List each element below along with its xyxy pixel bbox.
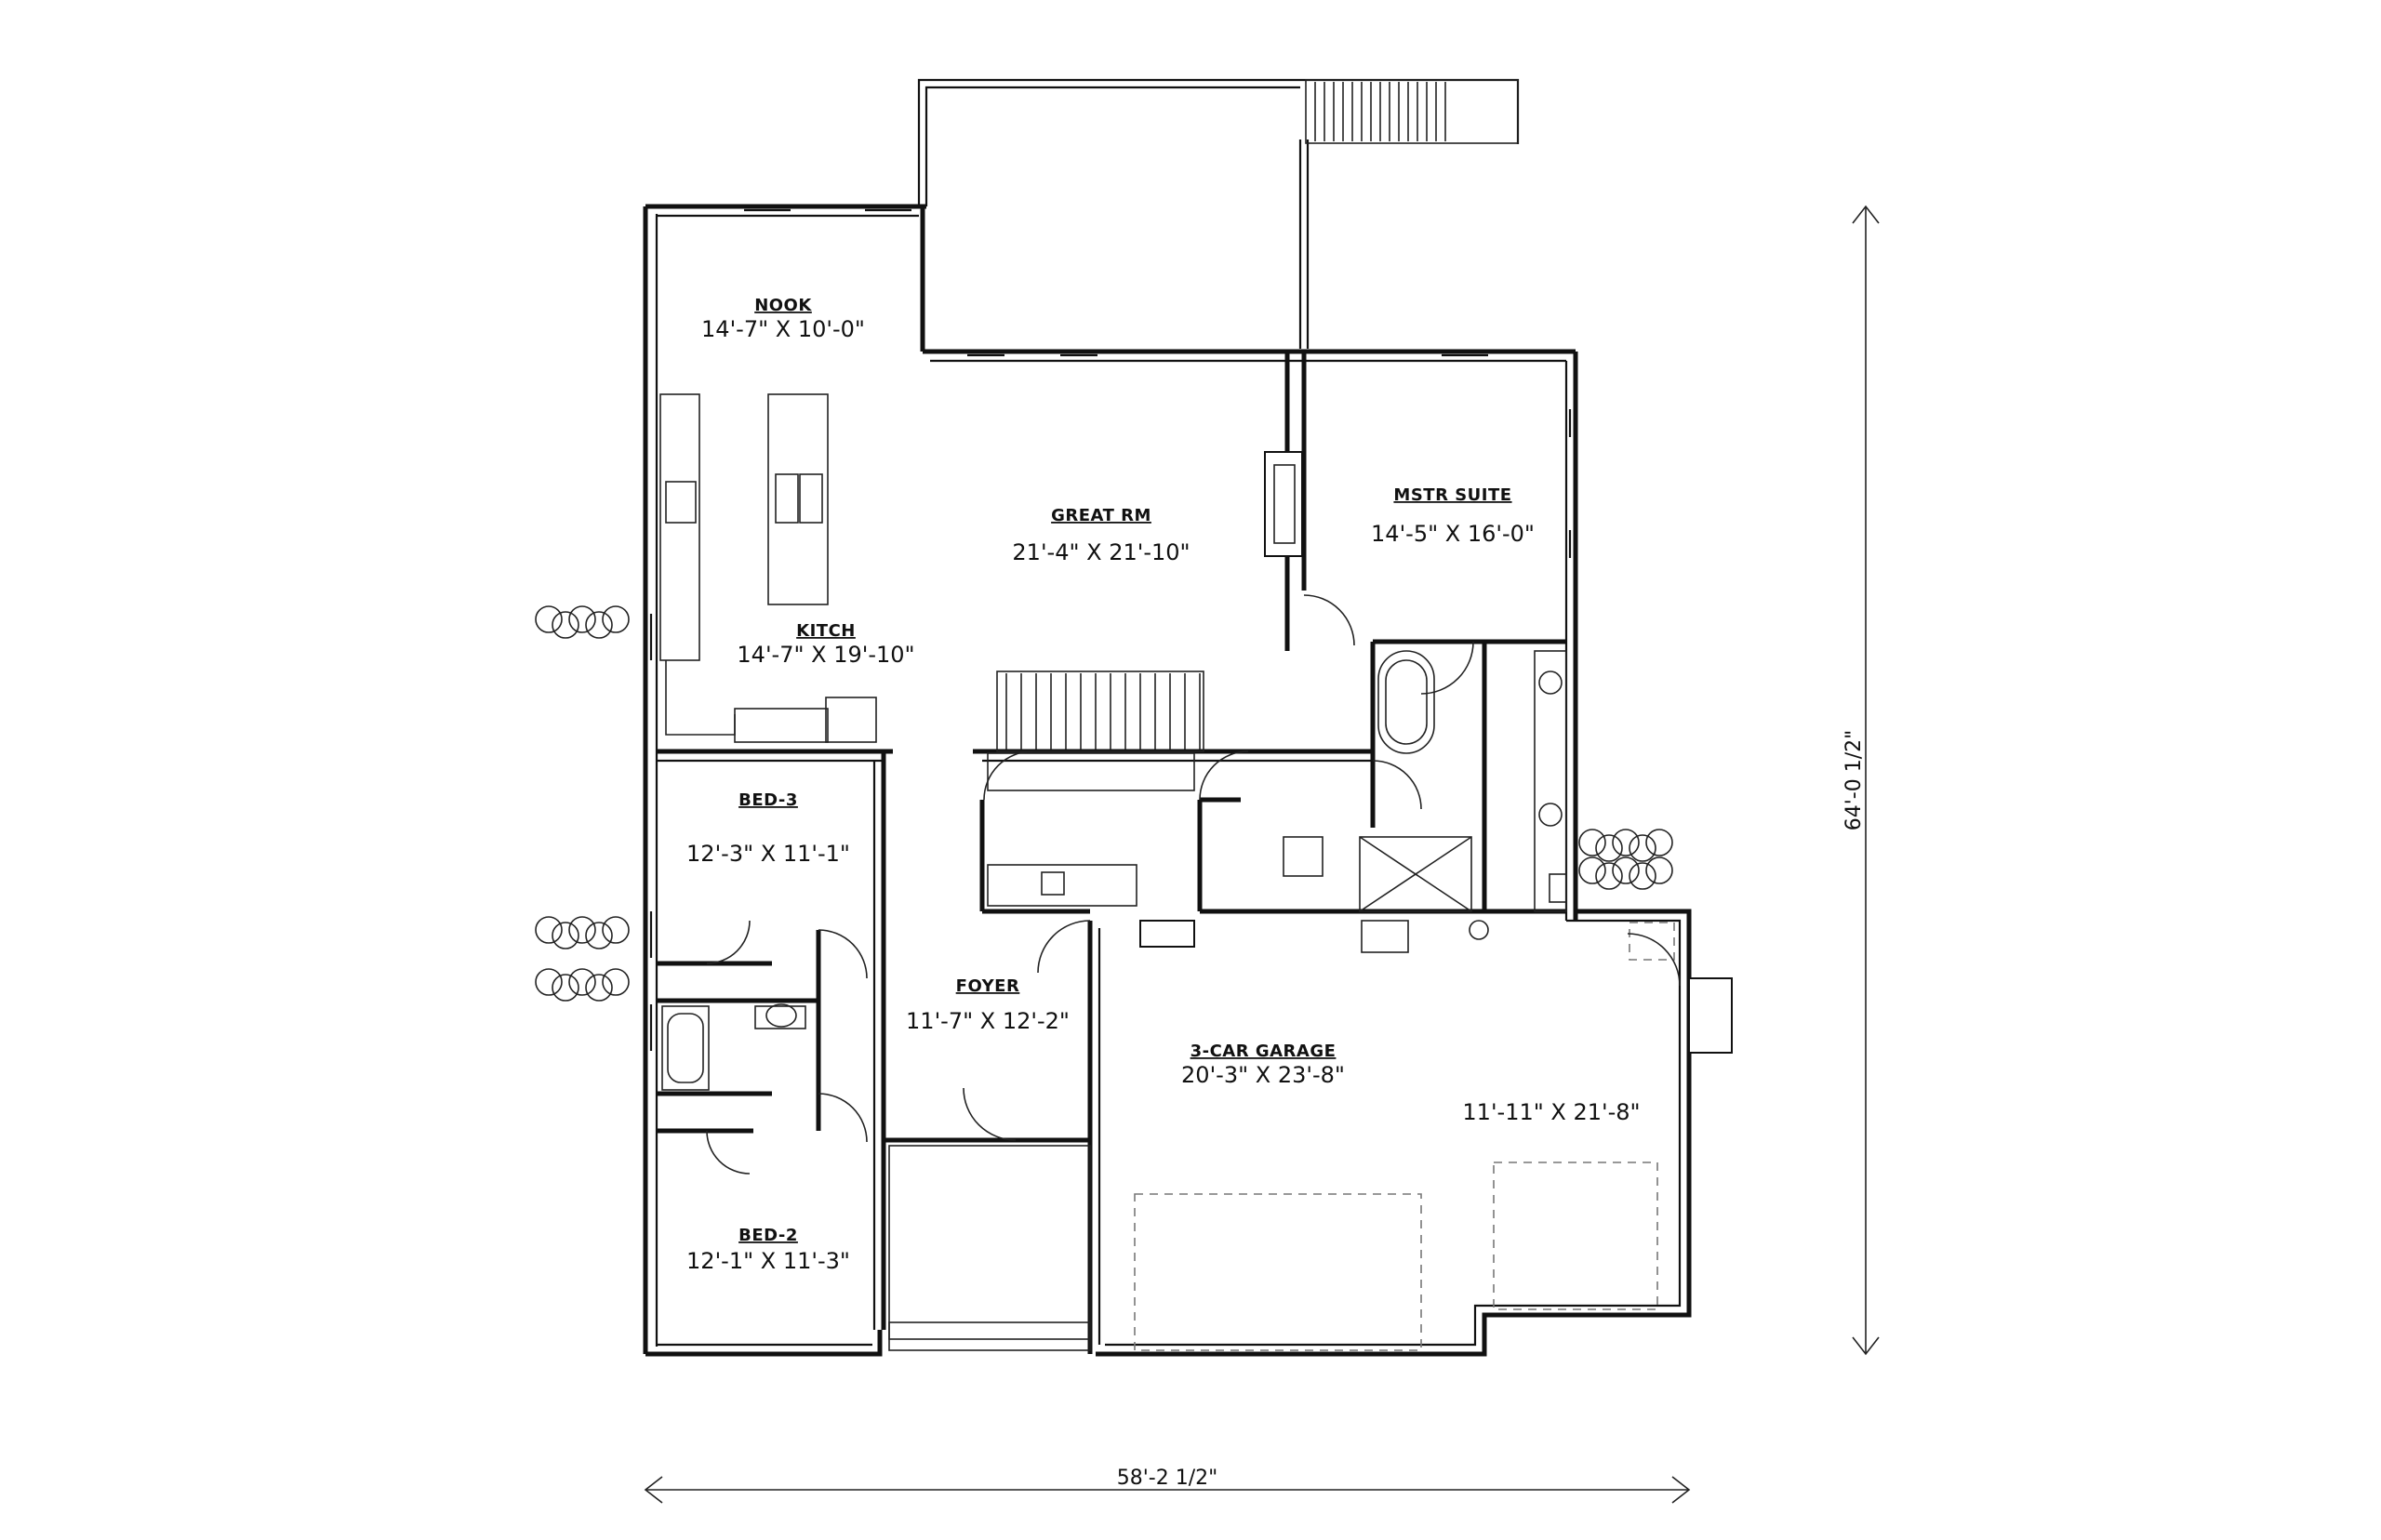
- garage-doors: [1134, 922, 1733, 1351]
- exterior-walls: [643, 204, 1692, 1357]
- overall-depth-label: 64'-0 1/2": [1842, 730, 1866, 831]
- garage-label: 3-CAR GARAGE: [1190, 1042, 1337, 1061]
- nook-dimensions: 14'-7" X 10'-0": [701, 316, 865, 342]
- bed-2-label: BED-2: [738, 1226, 798, 1245]
- kitchen-dimensions: 14'-7" X 19'-10": [737, 642, 914, 668]
- front-porch: [888, 1145, 1091, 1351]
- hall-bath-fixtures: [661, 1003, 806, 1091]
- rear-deck: [917, 78, 1520, 349]
- bed-3-label: BED-3: [738, 790, 798, 810]
- landscape-shrubs: [535, 605, 1673, 1002]
- interior-stairs: [987, 670, 1204, 791]
- great-room-label: GREAT RM: [1051, 506, 1151, 525]
- overall-depth-dimension: 64'-0 1/2": [1842, 205, 1880, 1356]
- windows: [649, 208, 1572, 1051]
- bed-3-dimensions: 12'-3" X 11'-1": [686, 841, 850, 867]
- great-room-dimensions: 21'-4" X 21'-10": [1012, 539, 1190, 565]
- master-suite-label: MSTR SUITE: [1393, 485, 1511, 505]
- master-suite-dimensions: 14'-5" X 16'-0": [1371, 521, 1535, 547]
- garage-dimensions: 20'-3" X 23'-8": [1181, 1062, 1345, 1088]
- door-swings: [706, 594, 1681, 1175]
- nook-label: NOOK: [754, 296, 812, 315]
- overall-width-label: 58'-2 1/2": [1117, 1467, 1218, 1490]
- deck-stairs: [1305, 79, 1519, 144]
- foyer-label: FOYER: [956, 976, 1020, 996]
- overall-width-dimension: 58'-2 1/2": [644, 1467, 1691, 1504]
- bed-2-dimensions: 12'-1" X 11'-3": [686, 1248, 850, 1274]
- garage-bay-dimensions: 11'-11" X 21'-8": [1462, 1099, 1640, 1125]
- kitchen-counters: [659, 393, 877, 743]
- room-labels: NOOK 14'-7" X 10'-0" GREAT RM 21'-4" X 2…: [686, 296, 1641, 1274]
- kitchen-label: KITCH: [796, 621, 856, 641]
- laundry-fixtures: [987, 836, 1489, 953]
- foyer-dimensions: 11'-7" X 12'-2": [906, 1008, 1070, 1034]
- master-bath-fixtures: [1359, 650, 1567, 912]
- interior-walls: [657, 352, 1566, 1330]
